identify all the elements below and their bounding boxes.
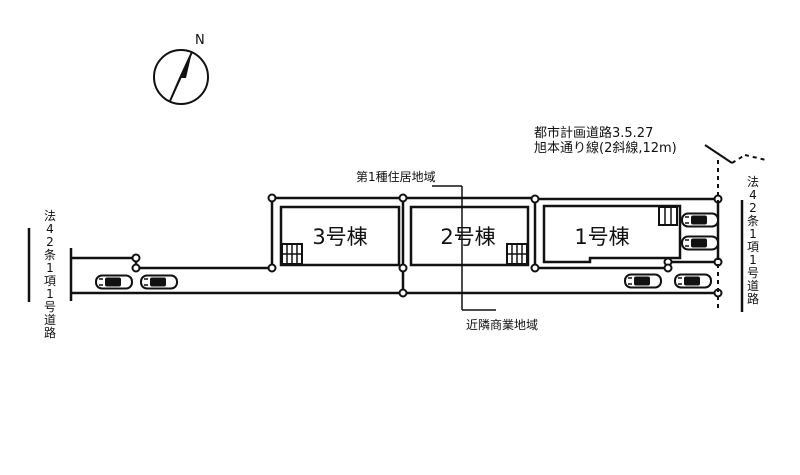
car-icon (624, 273, 662, 289)
building-1-label: 1号棟 (574, 225, 629, 249)
building-3 (279, 205, 401, 267)
zone-lower-label: 近隣商業地域 (466, 317, 538, 332)
left-road-label: 法42条1項1号道路 (43, 209, 56, 340)
planned-road-label-line2: 旭本通り線(2斜線,12m) (534, 140, 677, 156)
car-icon (681, 212, 719, 228)
building-1 (542, 204, 682, 264)
stair-icon (506, 243, 528, 265)
planned-road-label-line1: 都市計画道路3.5.27 (534, 125, 653, 141)
zoning-boundary-line (432, 185, 496, 311)
building-3-label: 3号棟 (312, 225, 367, 249)
building-2 (409, 205, 530, 267)
car-icon (140, 274, 178, 290)
right-road-label: 法42条1項1号道路 (746, 175, 759, 306)
stair-icon (281, 243, 303, 265)
zone-upper-label: 第1種住居地域 (356, 170, 436, 184)
car-icon (674, 273, 712, 289)
north-arrow-icon (153, 49, 209, 105)
planned-road-line (704, 144, 767, 312)
car-icon (95, 274, 133, 290)
compass-north-label: N (195, 33, 205, 48)
car-icon (681, 235, 719, 251)
building-2-label: 2号棟 (440, 225, 495, 249)
access-driveway (71, 256, 718, 295)
